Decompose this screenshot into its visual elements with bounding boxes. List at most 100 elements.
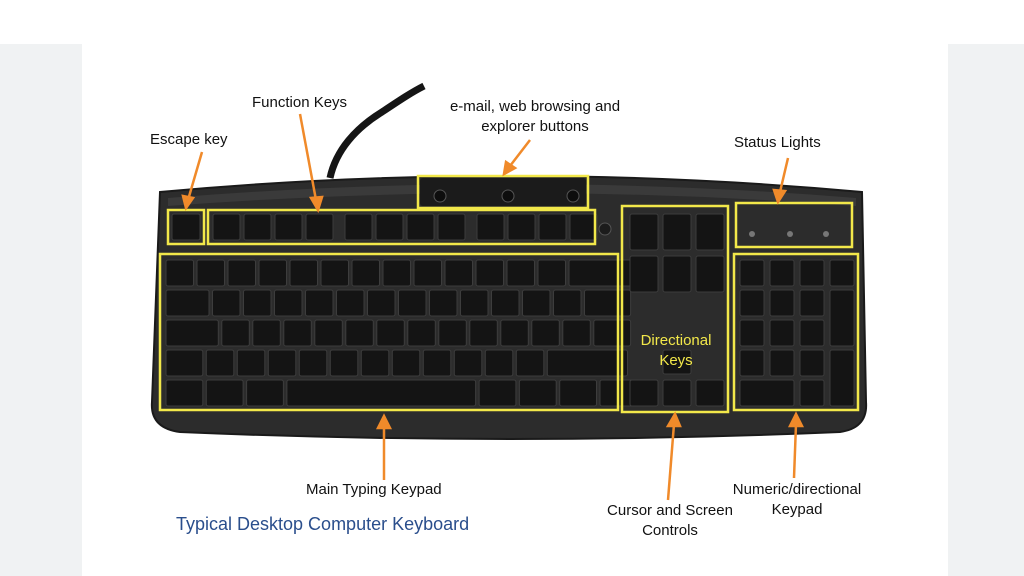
keyboard-key-function <box>212 213 241 241</box>
status-lights-highlight <box>734 201 854 249</box>
keyboard-key-numpad <box>769 319 795 347</box>
keyboard-key-numpad-enter <box>829 349 855 407</box>
keyboard-key-main <box>165 289 210 317</box>
keyboard-key-main <box>593 319 632 347</box>
keyboard-key-main <box>329 349 359 377</box>
media-round-button <box>598 222 612 236</box>
left-background-panel <box>0 44 82 576</box>
cursor-controls-label: Cursor and Screen Controls <box>590 501 750 541</box>
keyboard-key-main <box>568 259 635 287</box>
keyboard-key-main <box>537 259 566 287</box>
internet-buttons-label: e-mail, web browsing and explorer button… <box>430 97 640 137</box>
keyboard-key-function <box>305 213 334 241</box>
keyboard-key-main <box>205 379 244 407</box>
arrow-status-lights-head <box>772 188 788 205</box>
keyboard-key-main <box>553 289 582 317</box>
keyboard-key-main <box>484 349 514 377</box>
keyboard-key-main <box>320 259 349 287</box>
arrow-escape-key-head <box>181 194 196 211</box>
arrow-cursor-controls-head <box>665 411 682 428</box>
status-light-scroll-lock <box>823 231 829 237</box>
keyboard-key-main <box>289 259 318 287</box>
arrow-cursor-controls <box>666 423 676 501</box>
keyboard-key-numpad <box>769 289 795 317</box>
keyboard-key-main <box>506 259 535 287</box>
numeric-keypad-highlight <box>732 252 860 412</box>
keyboard-key-main <box>236 349 266 377</box>
keyboard-key-main <box>407 319 436 347</box>
keyboard-key-main <box>438 319 467 347</box>
directional-keys-label: Directional <box>641 332 712 349</box>
status-lights-label: Status Lights <box>734 134 821 151</box>
keyboard-key-main <box>298 349 328 377</box>
function-keys-highlight <box>206 208 597 246</box>
keyboard-key-main <box>546 349 628 377</box>
keyboard-key-main <box>283 319 312 347</box>
keyboard-cable <box>326 82 426 179</box>
arrow-main-keypad-head <box>375 413 393 430</box>
keyboard-key-main <box>252 319 281 347</box>
internet-buttons-label-line2: explorer buttons <box>481 118 589 135</box>
arrow-internet-buttons <box>509 139 531 167</box>
keyboard-key-numpad <box>829 259 855 287</box>
numeric-keypad-label-line2: Keypad <box>771 501 823 518</box>
main-keypad-highlight <box>158 252 620 412</box>
keyboard-key-numpad <box>739 319 765 347</box>
keyboard-key-function <box>476 213 505 241</box>
keyboard-key-main <box>205 349 235 377</box>
keyboard-key-function <box>538 213 567 241</box>
right-background-panel <box>948 44 1024 576</box>
keyboard-key-main <box>475 259 504 287</box>
keyboard-key-main <box>391 349 421 377</box>
keyboard-key-main <box>267 349 297 377</box>
keyboard-key-escape <box>171 213 201 241</box>
escape-key-label: Escape key <box>150 131 228 148</box>
directional-keys-label-line2: Keys <box>659 352 692 369</box>
keyboard-key-numpad <box>739 349 765 377</box>
keyboard-key-navigation <box>629 213 659 251</box>
keyboard-key-arrow-right <box>695 379 725 407</box>
keyboard-key-main <box>212 289 241 317</box>
web-button-icon <box>501 189 515 203</box>
keyboard-key-main <box>336 289 365 317</box>
keyboard-key-main <box>491 289 520 317</box>
keyboard-key-main <box>360 349 390 377</box>
keyboard-key-navigation <box>629 255 659 293</box>
keyboard-key-main <box>243 289 272 317</box>
keyboard-key-main <box>444 259 473 287</box>
keyboard-key-numpad <box>799 259 825 287</box>
function-keys-label: Function Keys <box>252 94 348 111</box>
keyboard-key-main <box>351 259 380 287</box>
arrow-numeric-keypad <box>792 423 798 479</box>
keyboard-key-function <box>274 213 303 241</box>
keyboard-key-main <box>422 349 452 377</box>
keyboard-key-main <box>460 289 489 317</box>
keyboard-key-main <box>531 319 560 347</box>
keyboard-key-main <box>227 259 256 287</box>
keyboard-key-navigation <box>662 213 692 251</box>
keyboard-key-main <box>165 259 194 287</box>
status-lights <box>749 231 829 237</box>
keyboard-key-main <box>500 319 529 347</box>
keyboard-key-function <box>569 213 598 241</box>
explorer-button-icon <box>566 189 580 203</box>
keyboard-key-main <box>398 289 427 317</box>
keyboard-key-main <box>515 349 545 377</box>
keys-layer <box>165 213 855 407</box>
status-light-caps-lock <box>787 231 793 237</box>
arrow-function-keys <box>298 113 318 201</box>
cursor-controls-label-line1: Cursor and Screen <box>607 502 733 519</box>
keyboard-key-main <box>376 319 405 347</box>
keyboard-key-main <box>196 259 225 287</box>
keyboard-key-main <box>429 289 458 317</box>
keyboard-key-function <box>507 213 536 241</box>
cursor-controls-label-line2: Controls <box>642 522 698 539</box>
status-light-num-lock <box>749 231 755 237</box>
arrow-escape-key <box>186 151 204 201</box>
keyboard-top-bezel <box>168 184 856 206</box>
keyboard-key-function <box>375 213 404 241</box>
keyboard-key-arrow-up <box>662 349 692 375</box>
keyboard-key-numpad-decimal <box>799 379 825 407</box>
main-typing-keypad-label: Main Typing Keypad <box>306 481 442 498</box>
keyboard-key-main <box>314 319 343 347</box>
